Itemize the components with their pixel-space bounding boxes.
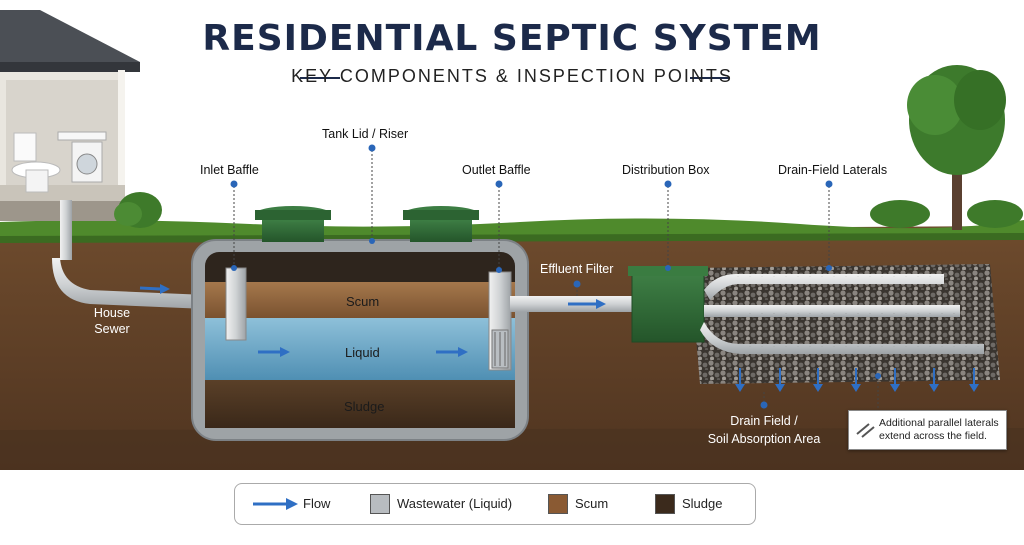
laterals	[700, 274, 984, 354]
house	[0, 10, 140, 221]
label-drain-field-2: Soil Absorption Area	[707, 432, 821, 446]
scum-layer	[205, 282, 515, 318]
house-sewer-pipe	[52, 200, 230, 310]
legend-scum-swatch	[548, 494, 568, 514]
page-title: RESIDENTIAL SEPTIC SYSTEM	[202, 18, 822, 59]
shrub	[114, 192, 162, 228]
callout-leaders	[230, 144, 881, 410]
label-tank-lid: Tank Lid / Riser	[322, 127, 409, 141]
subtitle-rule-right	[690, 77, 730, 79]
label-scum-layer: Scum	[346, 294, 380, 309]
note-line-1: Additional parallel laterals	[879, 417, 999, 429]
liquid-layer	[205, 318, 515, 380]
legend-flow-label: Flow	[303, 496, 331, 511]
subtitle-rule-left	[300, 77, 340, 79]
label-effluent-filter: Effluent Filter	[540, 262, 614, 276]
label-house-sewer-2: Sewer	[94, 322, 130, 336]
label-house-sewer-1: House	[93, 306, 131, 320]
label-inlet-baffle: Inlet Baffle	[200, 163, 259, 177]
label-liquid-layer: Liquid	[345, 345, 380, 360]
sludge-layer	[205, 380, 515, 428]
laterals-note: Additional parallel laterals extend acro…	[848, 410, 1007, 450]
legend: Flow Wastewater (Liquid) Scum Sludge	[234, 483, 756, 525]
flow-arrow-icon	[253, 498, 298, 510]
legend-sludge-swatch	[655, 494, 675, 514]
legend-scum-label: Scum	[575, 496, 609, 511]
note-line-2: extend across the field.	[879, 430, 987, 442]
label-sludge-layer: Sludge	[344, 399, 385, 414]
page-subtitle: KEY COMPONENTS & INSPECTION POINTS	[291, 66, 733, 86]
tree	[870, 65, 1023, 230]
label-distribution-box: Distribution Box	[622, 163, 710, 177]
distribution-box	[628, 266, 708, 343]
legend-wastewater-swatch	[370, 494, 390, 514]
legend-wastewater-label: Wastewater (Liquid)	[397, 496, 513, 511]
label-drain-field-laterals: Drain-Field Laterals	[778, 163, 888, 177]
legend-sludge-label: Sludge	[682, 496, 723, 511]
label-outlet-baffle: Outlet Baffle	[462, 163, 531, 177]
parallel-lines-icon	[856, 423, 875, 438]
laterals-note-text: Additional parallel laterals extend acro…	[879, 417, 999, 443]
label-drain-field-1: Drain Field /	[730, 414, 798, 428]
flow-arrows	[139, 284, 979, 392]
septic-tank	[191, 206, 529, 441]
